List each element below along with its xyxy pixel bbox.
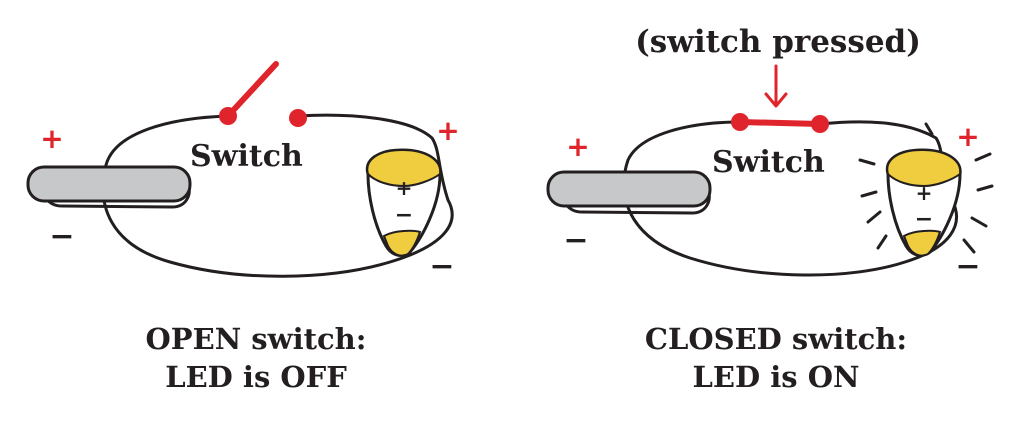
battery xyxy=(26,165,192,209)
open-switch-panel: Switch + − + − + − xyxy=(26,61,460,284)
open-switch xyxy=(219,61,307,127)
switch-contact-left xyxy=(219,107,237,125)
led-plus-sign: + xyxy=(436,114,459,147)
led-minus-sign: − xyxy=(955,249,980,284)
battery-minus-sign: − xyxy=(49,219,74,254)
switch-lever xyxy=(225,61,279,119)
switch-bar xyxy=(737,119,823,127)
led-on: + − xyxy=(885,148,962,257)
battery-plus-sign: + xyxy=(40,122,63,155)
led-body-plus-sign: + xyxy=(396,176,413,200)
switch-contact-right xyxy=(289,109,307,127)
battery-minus-sign: − xyxy=(563,223,588,258)
led-body-minus-sign: − xyxy=(395,203,413,228)
caption-line-2: LED is OFF xyxy=(165,360,347,394)
open-switch-caption: OPEN switch: LED is OFF xyxy=(46,320,466,396)
down-arrow-icon xyxy=(764,64,788,108)
circuit-wire xyxy=(622,120,958,277)
led-minus-sign: − xyxy=(429,249,454,284)
led-body-plus-sign: + xyxy=(916,181,933,205)
switch-label: Switch xyxy=(712,145,825,180)
caption-line-2: LED is ON xyxy=(692,360,860,394)
battery xyxy=(546,170,712,215)
closed-switch-caption: CLOSED switch: LED is ON xyxy=(566,320,986,396)
led-off: + − xyxy=(365,148,442,257)
closed-switch xyxy=(731,113,829,133)
battery-plus-sign: + xyxy=(566,130,589,163)
switch-label: Switch xyxy=(190,139,303,174)
switch-contact-left xyxy=(731,113,749,131)
caption-line-1: CLOSED switch: xyxy=(644,322,908,356)
led-plus-sign: + xyxy=(956,120,979,153)
led-glow-rays xyxy=(858,122,994,254)
closed-switch-panel: (switch pressed) Switch + − + − xyxy=(546,24,994,284)
caption-line-1: OPEN switch: xyxy=(145,322,367,356)
switch-pressed-annotation: (switch pressed) xyxy=(635,24,921,60)
switch-contact-right xyxy=(811,115,829,133)
led-body-minus-sign: − xyxy=(915,207,933,232)
circuit-wire xyxy=(101,113,454,278)
